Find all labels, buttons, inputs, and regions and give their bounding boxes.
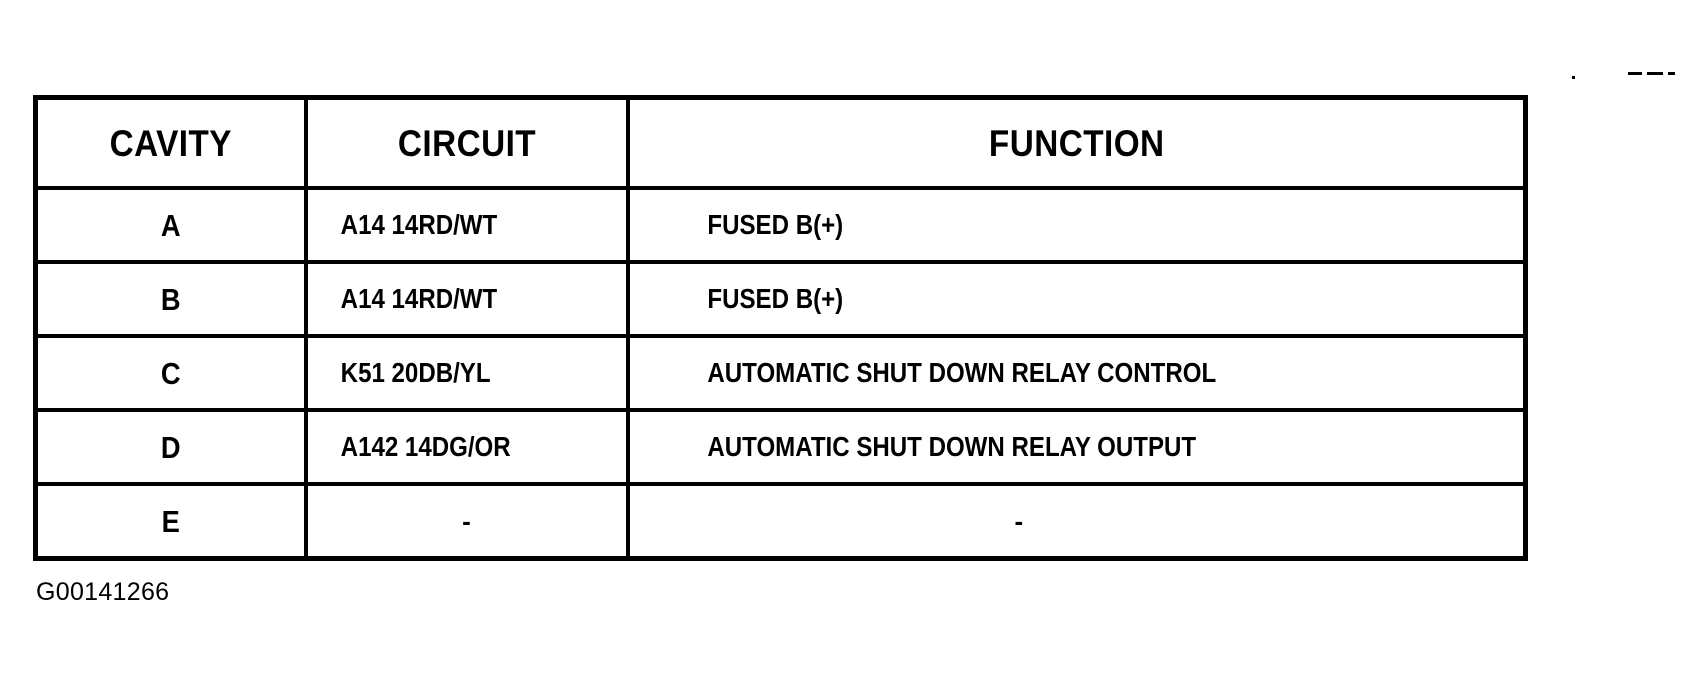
scan-artifact-dash-1 xyxy=(1628,72,1642,75)
cavity-value: B xyxy=(160,281,181,317)
table-body: A A14 14RD/WT FUSED B(+) B A14 14RD/WT F… xyxy=(33,186,1528,561)
connector-pinout-table-container: CAVITY CIRCUIT FUNCTION A A14 14RD/WT xyxy=(33,95,1528,561)
scan-artifact-dash-2 xyxy=(1647,72,1663,75)
table-row: D A142 14DG/OR AUTOMATIC SHUT DOWN RELAY… xyxy=(33,408,1528,486)
circuit-value: K51 20DB/YL xyxy=(340,357,491,388)
cell-circuit: K51 20DB/YL xyxy=(303,334,630,412)
cell-circuit: - xyxy=(303,482,630,561)
table-row: C K51 20DB/YL AUTOMATIC SHUT DOWN RELAY … xyxy=(33,334,1528,412)
cell-cavity: B xyxy=(33,260,308,338)
cavity-value: A xyxy=(160,207,181,243)
cell-function: - xyxy=(625,482,1528,561)
cell-cavity: E xyxy=(33,482,308,561)
table-header: CAVITY CIRCUIT FUNCTION xyxy=(33,95,1528,190)
circuit-value: A14 14RD/WT xyxy=(340,209,497,240)
column-header-cavity: CAVITY xyxy=(33,95,308,190)
function-value: FUSED B(+) xyxy=(706,209,843,240)
function-value: AUTOMATIC SHUT DOWN RELAY CONTROL xyxy=(706,357,1216,388)
cell-function: AUTOMATIC SHUT DOWN RELAY CONTROL xyxy=(625,334,1528,412)
figure-id-label: G00141266 xyxy=(36,578,170,606)
column-header-function-label: FUNCTION xyxy=(988,122,1165,164)
function-value: FUSED B(+) xyxy=(706,283,843,314)
cell-circuit: A142 14DG/OR xyxy=(303,408,630,486)
cell-circuit: A14 14RD/WT xyxy=(303,260,630,338)
function-value: - xyxy=(1014,506,1024,536)
column-header-circuit: CIRCUIT xyxy=(303,95,630,190)
table-header-row: CAVITY CIRCUIT FUNCTION xyxy=(33,95,1528,190)
cell-function: FUSED B(+) xyxy=(625,260,1528,338)
cell-cavity: D xyxy=(33,408,308,486)
column-header-cavity-label: CAVITY xyxy=(109,122,232,164)
connector-pinout-table: CAVITY CIRCUIT FUNCTION A A14 14RD/WT xyxy=(33,95,1528,561)
table-row: B A14 14RD/WT FUSED B(+) xyxy=(33,260,1528,338)
column-header-circuit-label: CIRCUIT xyxy=(397,122,536,164)
cell-circuit: A14 14RD/WT xyxy=(303,186,630,264)
scan-artifact-dot-1 xyxy=(1572,76,1575,79)
cavity-value: C xyxy=(160,355,181,391)
cell-cavity: C xyxy=(33,334,308,412)
column-header-function: FUNCTION xyxy=(625,95,1528,190)
circuit-value: - xyxy=(462,506,471,536)
function-value: AUTOMATIC SHUT DOWN RELAY OUTPUT xyxy=(706,431,1196,462)
cavity-value: E xyxy=(161,503,180,539)
cell-cavity: A xyxy=(33,186,308,264)
cavity-value: D xyxy=(160,429,181,465)
circuit-value: A142 14DG/OR xyxy=(340,431,511,462)
table-row: E - - xyxy=(33,482,1528,561)
cell-function: AUTOMATIC SHUT DOWN RELAY OUTPUT xyxy=(625,408,1528,486)
cell-function: FUSED B(+) xyxy=(625,186,1528,264)
scan-artifact-dash-3 xyxy=(1668,72,1675,75)
table-row: A A14 14RD/WT FUSED B(+) xyxy=(33,186,1528,264)
circuit-value: A14 14RD/WT xyxy=(340,283,497,314)
